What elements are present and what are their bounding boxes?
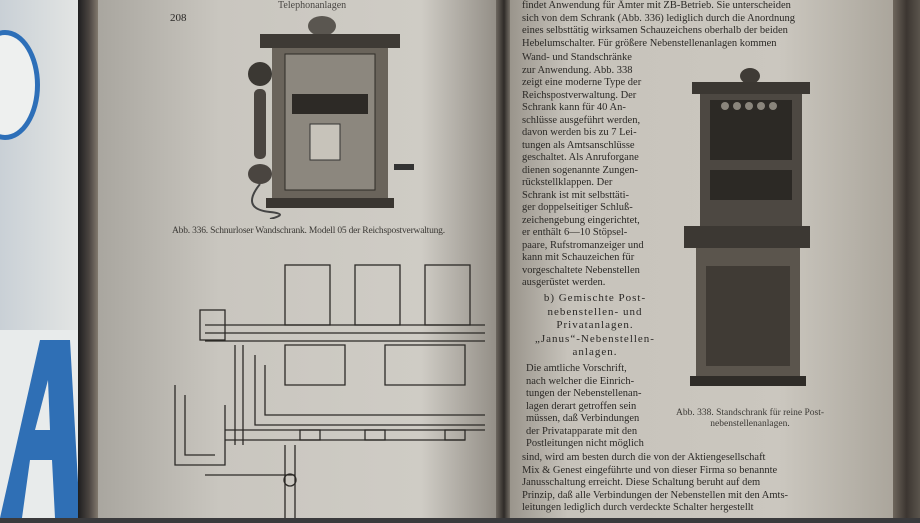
text-line: vorgeschaltete Nebenstellen [522, 264, 640, 276]
blue-letter-sign [0, 330, 80, 518]
text-line: ger doppelseitiger Schluß- [522, 202, 633, 213]
text-line: er enthält 6—10 Stöpsel- [522, 227, 628, 238]
text-line: Schrank ist mit selbsttäti- [522, 189, 630, 201]
running-head: Telephonanlagen [278, 0, 347, 11]
text-line: Janusschaltung erreicht. Diese Schaltung… [522, 477, 761, 488]
text-line: der Privatapparate mit den [526, 425, 638, 437]
book-right-edge [893, 0, 920, 518]
round-sticker [0, 30, 40, 140]
page-number: 208 [170, 12, 187, 24]
background-wall [0, 0, 82, 518]
text-line: sich von dem Schrank (Abb. 336) lediglic… [522, 12, 795, 24]
text-line: leitungen lediglich durch verdeckte Scha… [522, 502, 754, 513]
heading-line: nebenstellen- und [547, 305, 643, 318]
text-line: müssen, daß Verbindungen [526, 413, 640, 424]
text-line: rückstellklappen. Der [522, 177, 613, 188]
text-line: Die amtliche Vorschrift, [526, 363, 627, 374]
text-line: davon werden bis zu 7 Lei- [522, 127, 637, 138]
heading-line: „Janus“-Nebenstellen- [535, 332, 655, 345]
heading-line: b) Gemischte Post- [543, 292, 647, 304]
heading-line: Privatanlagen. [556, 319, 634, 331]
text-line: Postleitungen nicht möglich [526, 438, 644, 449]
book-cover-edge [78, 0, 100, 518]
text-line: Hebelumschalter. Für größere Nebenstelle… [522, 37, 777, 49]
circuit-diagram [174, 264, 485, 518]
text-line: zeichengebung eingerichtet, [522, 214, 640, 226]
text-line: zeigt eine moderne Type der [522, 77, 642, 88]
text-line: eines selbsttätig wirksamen Schauzeichen… [522, 25, 788, 36]
text-line: findet Anwendung für Ämter mit ZB-Betrie… [522, 0, 791, 11]
text-line: lagen derart getroffen sein [526, 400, 637, 412]
text-line: sind, wird am besten durch die von der A… [522, 452, 766, 463]
figure-338-caption: Abb. 338. Standschrank für reine Post- n… [676, 408, 824, 430]
caption-line: nebenstellenanlagen. [710, 419, 790, 429]
text-line: Wand- und Standschränke [522, 52, 632, 63]
book-gutter [496, 0, 512, 518]
text-line: schlüsse ausgeführt werden, [522, 114, 641, 126]
text-line: paare, Rufstromanzeiger und [522, 239, 644, 251]
text-line: tungen der Nebenstellenan- [526, 388, 642, 399]
text-line: Prinzip, daß alle Verbindungen der Neben… [522, 489, 789, 501]
wall-switchboard-illustration [248, 16, 414, 219]
figure-336-caption: Abb. 336. Schnurloser Wandschrank. Model… [172, 226, 445, 236]
text-line: nach welcher die Einrich- [526, 375, 635, 387]
heading-line: anlagen. [572, 346, 618, 358]
text-line: ausgerüstet werden. [522, 277, 606, 288]
text-line: Mix & Genest eingeführte und von dieser … [522, 464, 778, 476]
text-line: geschaltet. Als Anruforgane [522, 152, 639, 163]
text-line: tungen als Amtsanschlüsse [522, 139, 635, 151]
text-line: Schrank kann für 40 An- [522, 102, 626, 113]
text-line: Reichspostverwaltung. Der [522, 89, 637, 101]
text-line: kann mit Schauzeichen für [522, 252, 635, 263]
caption-line: Abb. 338. Standschrank für reine Post- [676, 408, 825, 418]
standing-switchboard-illustration [684, 68, 810, 386]
text-line: zur Anwendung. Abb. 338 [522, 64, 633, 76]
text-line: dienen sogenannte Zungen- [522, 164, 639, 176]
